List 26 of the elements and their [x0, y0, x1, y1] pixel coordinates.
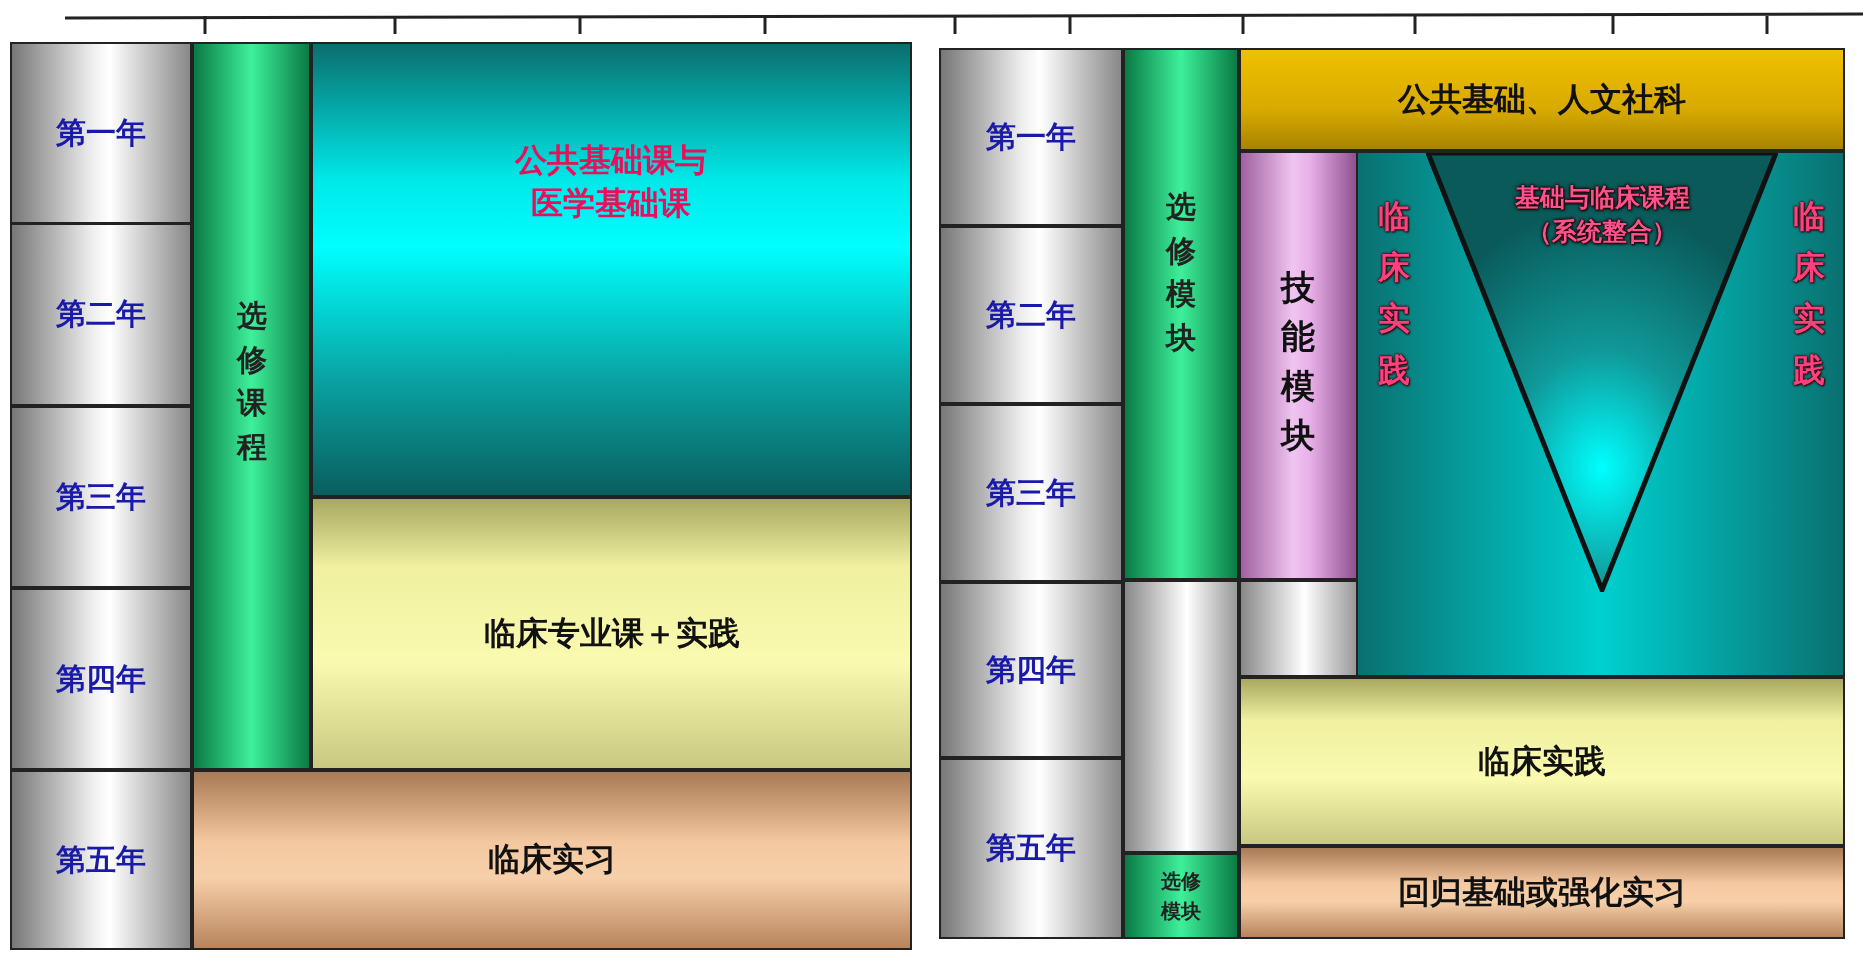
- course-box: 临床专业课＋实践: [311, 497, 912, 770]
- year-box: 第一年: [10, 42, 192, 224]
- funnel-label: 基础与临床课程（系统整合）: [1513, 182, 1691, 248]
- elective-column: 选修模块: [1123, 48, 1239, 580]
- elective-box: 选修模块: [1123, 853, 1239, 939]
- year-box: 第五年: [10, 770, 192, 950]
- year-box: 第三年: [939, 404, 1123, 582]
- year-box: 第二年: [939, 226, 1123, 404]
- course-box: 回归基础或强化实习: [1239, 846, 1845, 939]
- year-box: 第一年: [939, 48, 1123, 226]
- year-box: 第五年: [939, 758, 1123, 939]
- practice-panel: [1358, 151, 1845, 677]
- funnel-shape: [1426, 153, 1778, 592]
- skill-column: 技能模块: [1239, 151, 1358, 580]
- course-box: 临床实习: [192, 770, 912, 950]
- year-box: 第三年: [10, 406, 192, 588]
- year-box: 第二年: [10, 223, 192, 406]
- practice-label: 临床实践: [1376, 196, 1411, 391]
- elective-column: 选修课程: [192, 42, 311, 770]
- practice-label: 临床实践: [1792, 196, 1827, 391]
- course-box: 公共基础课与医学基础课: [311, 42, 912, 497]
- course-box: 临床实践: [1239, 677, 1845, 846]
- year-box: 第四年: [10, 588, 192, 770]
- course-box: 公共基础、人文社科: [1239, 48, 1845, 151]
- year-box: 第四年: [939, 582, 1123, 758]
- empty-box: [1239, 580, 1358, 677]
